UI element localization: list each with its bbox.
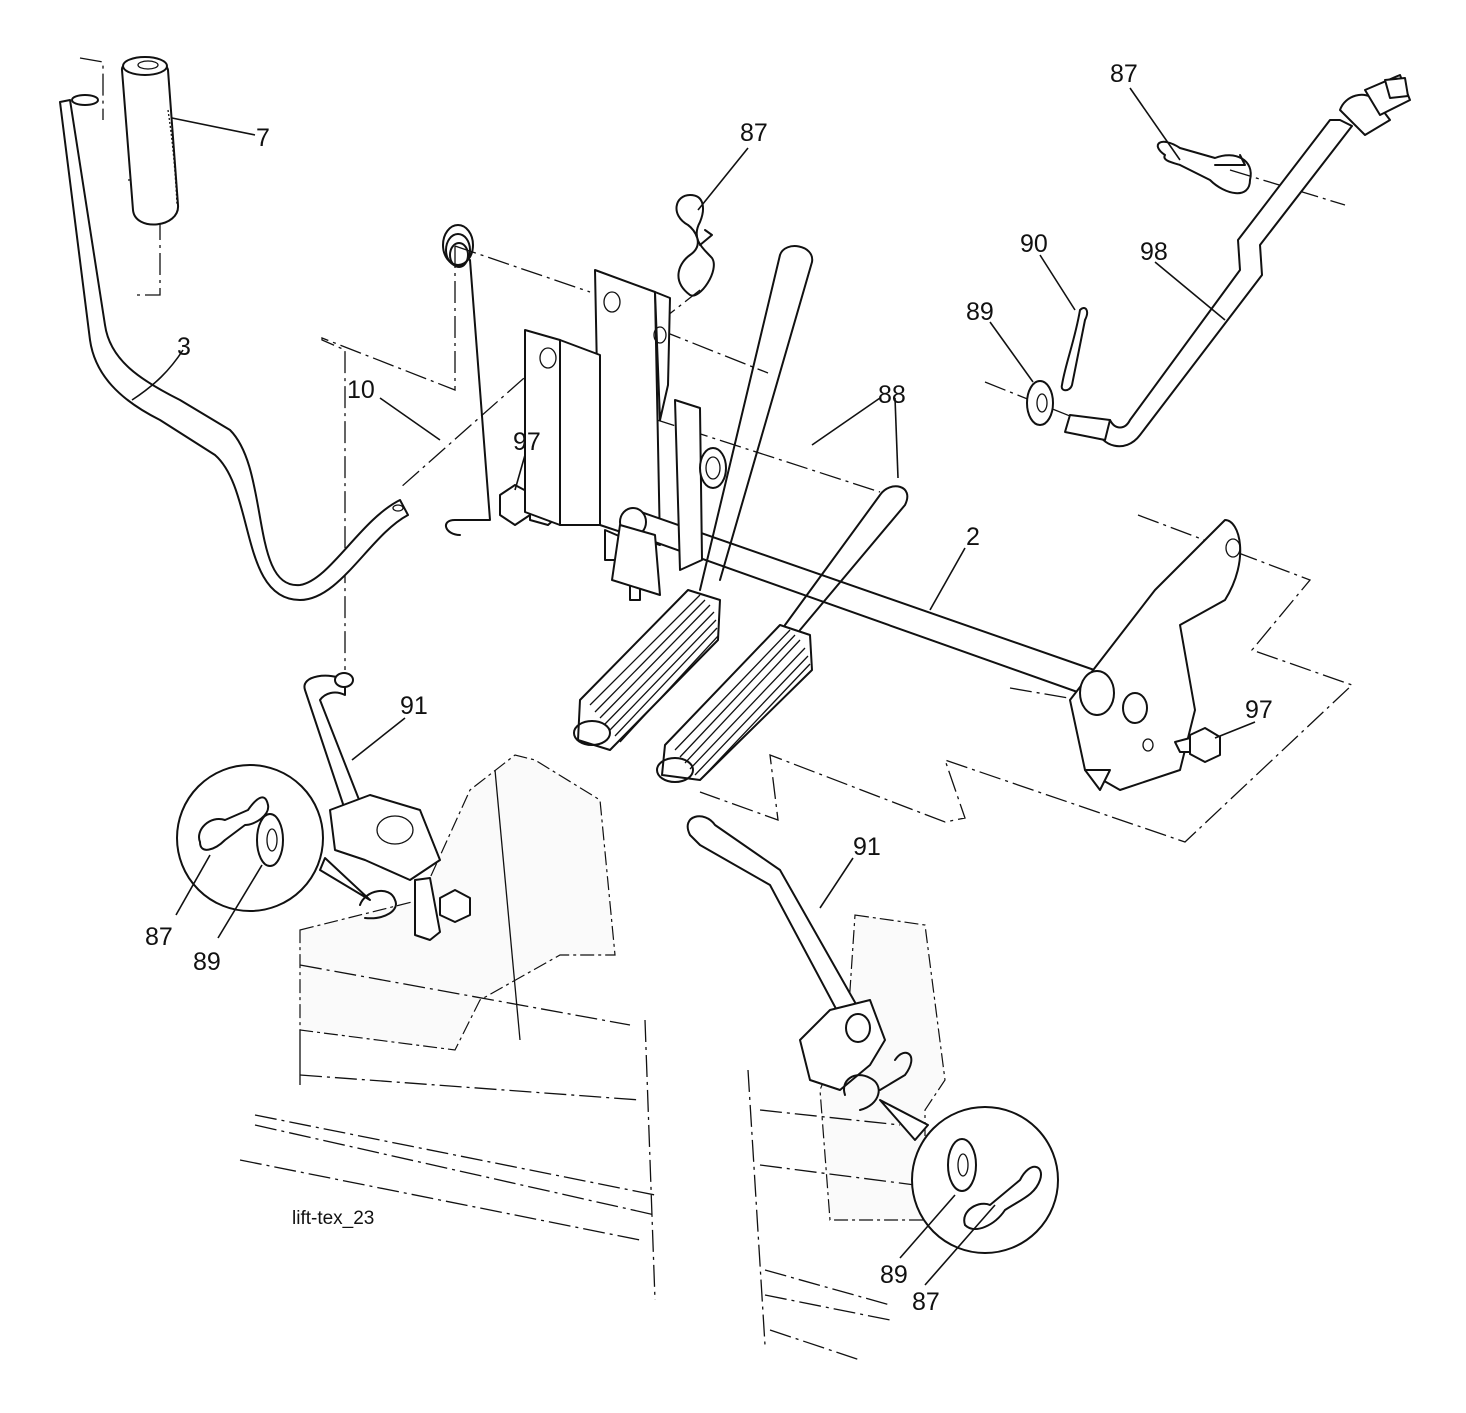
label-handle-grip: 7 [256,124,270,152]
label-washer-detail-left: 89 [193,948,221,976]
drag-link [1064,74,1411,448]
label-washer-top-right: 89 [966,298,994,326]
label-clip-detail-left: 87 [145,923,173,951]
label-torsion-spring: 10 [347,376,375,404]
torsion-spring [442,224,491,536]
label-lift-link-right: 91 [853,833,881,861]
cotter-pin [1060,307,1089,392]
lift-link-right [686,815,913,1111]
label-hairpin-clip-top: 87 [740,119,768,147]
label-clip-detail-right: 87 [912,1288,940,1316]
extension-spring-right [656,624,813,783]
detail-circle-right [879,1099,1059,1254]
label-lift-handle: 3 [177,333,191,361]
lift-shaft [611,399,1101,701]
label-drag-link: 98 [1140,238,1168,266]
extension-spring-left [573,589,721,751]
label-hairpin-clip-top-right: 87 [1110,60,1138,88]
callout-leaders [131,87,1256,1286]
label-bolt-left: 97 [513,428,541,456]
bolt-right [1174,727,1221,763]
lift-link-left [303,672,471,941]
part-number-labels: 7 3 10 97 87 88 2 87 90 98 89 97 91 87 8… [145,60,1273,1316]
label-lift-link-left: 91 [400,692,428,720]
label-wire-hooks: 88 [878,381,906,409]
lift-handle [59,94,409,601]
wire-hook-springs [699,245,909,631]
label-bolt-right: 97 [1245,696,1273,724]
right-deck-bracket-ghost [759,914,946,1361]
label-cotter-pin: 90 [1020,230,1048,258]
frame-bracket [524,269,671,601]
label-lift-shaft: 2 [966,523,980,551]
flat-washer-top-right [1026,380,1054,426]
figure-id: lift-tex_23 [292,1208,374,1229]
hairpin-clip-top [675,194,715,297]
detail-circle-left [176,764,371,912]
hairpin-clip-top-right [1156,140,1252,195]
label-washer-detail-right: 89 [880,1261,908,1289]
handle-grip [121,56,180,226]
right-shaft-bracket [1069,519,1242,791]
